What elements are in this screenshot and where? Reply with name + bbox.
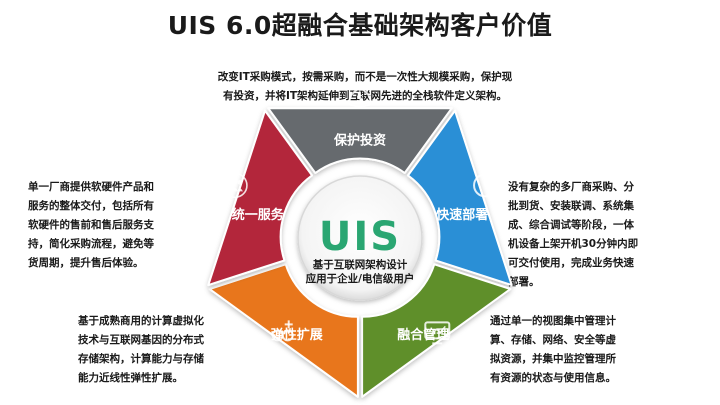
desc-line: 没有复杂的多厂商采购、分 <box>508 181 634 193</box>
desc-line: 批到货、安装联调、系统集 <box>508 200 634 212</box>
segment-label: 保护投资 <box>333 133 386 149</box>
money-bag-icon: $ <box>348 84 372 108</box>
center-circle <box>297 175 423 301</box>
segment-label: 弹性扩展 <box>271 327 324 343</box>
desc-line: 成、综合调试等阶段，一体 <box>508 219 634 231</box>
center-subtitle-line2: 应用于企业/电信级用户 <box>306 272 415 285</box>
desc-line: 服务的整体交付，包括所有 <box>28 200 154 212</box>
segment-shape <box>407 109 513 287</box>
description-protect-investment: 改变IT采购模式，按需采购，而不是一次性大规模采购，保护现 有投资，并将IT架构… <box>190 68 540 106</box>
desc-line: 通过单一的视图集中管理计 <box>490 315 616 327</box>
desc-line: 有投资，并将IT架构延伸到互联网先进的全栈软件定义架构。 <box>222 90 508 102</box>
desc-line: 机设备上架开机30分钟内即 <box>508 238 639 250</box>
desc-line: 基于成熟商用的计算虚拟化 <box>78 315 204 327</box>
segment-shape <box>208 263 359 398</box>
segment-4: 弹性扩展 <box>208 263 359 398</box>
monitor-icon <box>424 321 451 345</box>
center-subtitle-line1: 基于互联网架构设计 <box>312 258 408 271</box>
description-elastic-scaling: 基于成熟商用的计算虚拟化 技术与互联网基因的分布式 存储架构，计算能力与存储 能… <box>78 312 248 388</box>
desc-line: 单一厂商提供软硬件产品和 <box>28 181 154 193</box>
description-unified-service: 单一厂商提供软硬件产品和 服务的整体交付，包括所有 软硬件的售前和售后服务支 持… <box>28 178 198 273</box>
segment-3: 融合管理 <box>361 263 512 398</box>
desc-line: 可交付使用，完成业务快速 <box>508 257 634 269</box>
clock-icon <box>473 173 498 198</box>
desc-line: 改变IT采购模式，按需采购，而不是一次性大规模采购，保护现 <box>217 71 513 83</box>
page-title: UIS 6.0超融合基础架构客户价值 <box>167 11 553 40</box>
center-logo: UIS <box>319 214 401 260</box>
desc-line: 技术与互联网基因的分布式 <box>78 334 204 346</box>
people-icon <box>222 172 248 199</box>
desc-line: 算、存储、网络、安全等虚 <box>490 334 616 346</box>
segment-shape <box>207 109 313 287</box>
desc-line: 拟资源，并集中监控管理所 <box>490 353 616 365</box>
desc-line: 能力近线性弹性扩展。 <box>78 372 183 384</box>
segment-5: 统一服务 <box>207 109 313 287</box>
segment-shape <box>267 107 453 174</box>
description-fast-deployment: 没有复杂的多厂商采购、分 批到货、安装联调、系统集 成、综合调试等阶段，一体 机… <box>508 178 688 292</box>
desc-line: 持，简化采购流程，避免等 <box>28 238 154 250</box>
description-converged-management: 通过单一的视图集中管理计 算、存储、网络、安全等虚 拟资源，并集中监控管理所 有… <box>490 312 665 388</box>
segment-label: 融合管理 <box>397 327 449 343</box>
desc-line: 存储架构，计算能力与存储 <box>78 353 204 365</box>
desc-line: 部署。 <box>508 276 540 288</box>
segment-1: $ 保护投资 <box>267 84 453 174</box>
svg-text:$: $ <box>356 92 364 105</box>
segment-label: 统一服务 <box>232 207 285 223</box>
desc-line: 软硬件的售前和售后服务支 <box>28 219 154 231</box>
desc-line: 货周期，提升售后体验。 <box>28 257 144 269</box>
chain-plus-icon <box>271 320 294 342</box>
desc-line: 有资源的状态与使用信息。 <box>490 372 616 384</box>
segment-2: 快速部署 <box>407 109 513 287</box>
segment-label: 快速部署 <box>436 207 488 223</box>
